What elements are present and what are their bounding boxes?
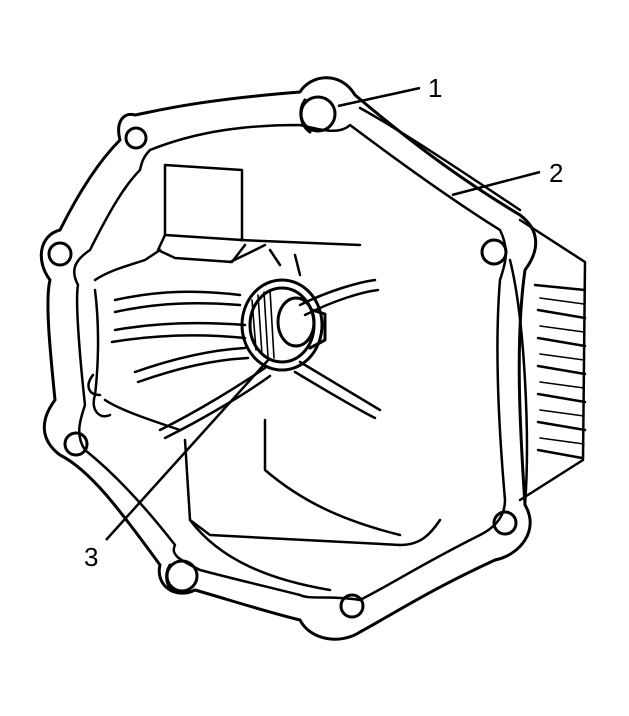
bearing-assembly [240,278,327,372]
callout-2: 2 [549,158,563,188]
callout-3: 3 [84,542,98,572]
housing-flange-outline [39,76,538,641]
leader-line-2 [451,170,541,197]
cooling-fins [518,218,587,502]
bolt-holes [47,126,518,619]
dowel-pins [165,95,337,594]
leader-line-3 [105,357,271,541]
support-ribs [110,243,382,440]
interior-cavity [87,163,442,592]
callout-1: 1 [428,73,442,103]
leader-lines [105,86,541,541]
housing-side-wall [358,106,529,507]
gasket-surface [73,123,507,602]
leader-line-1 [337,86,421,108]
